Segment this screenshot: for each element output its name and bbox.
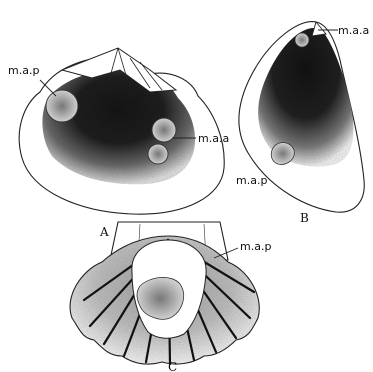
panel-a-title: A xyxy=(99,225,109,239)
panel-b-anterior-adductor-scar xyxy=(295,33,309,47)
panel-c-title: C xyxy=(168,360,177,372)
panel-b-posterior-adductor-scar xyxy=(271,143,294,165)
panel-a-label-map: m.a.p xyxy=(8,64,39,77)
panel-c-label-map: m.a.p xyxy=(240,240,271,253)
panel-a-posterior-adductor-scar xyxy=(46,90,78,122)
panel-b-label-maa: m.a.a xyxy=(338,24,369,37)
panel-a-label-maa: m.a.a xyxy=(198,132,229,145)
panel-b-label-map: m.a.p xyxy=(236,174,267,187)
panel-c-shell xyxy=(70,222,259,364)
panel-b-title: B xyxy=(300,211,309,225)
panel-a-shell xyxy=(19,48,224,214)
